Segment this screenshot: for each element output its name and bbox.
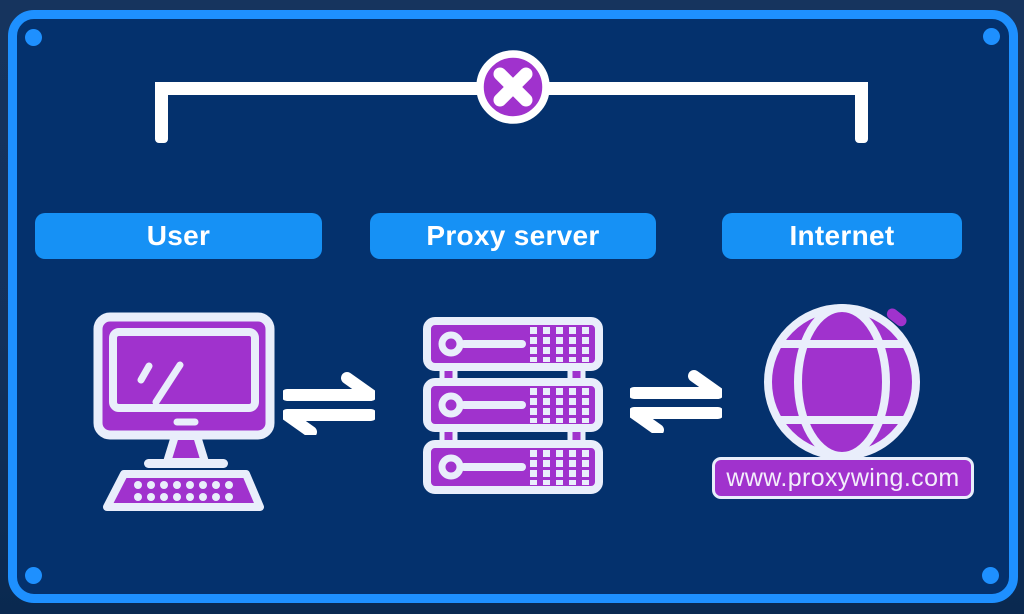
label-internet-text: Internet bbox=[789, 220, 895, 251]
label-internet: Internet bbox=[722, 213, 962, 259]
exchange-arrows-icon bbox=[628, 369, 724, 438]
corner-dot-top-right bbox=[983, 28, 1000, 45]
exchange-arrows-icon bbox=[281, 371, 377, 440]
blocked-connection-leg-left bbox=[155, 82, 168, 143]
label-proxy-server-text: Proxy server bbox=[426, 220, 600, 251]
corner-dot-top-left bbox=[25, 29, 42, 46]
label-user: User bbox=[35, 213, 322, 259]
computer-icon bbox=[78, 303, 293, 518]
blocked-connection-leg-right bbox=[855, 82, 868, 143]
label-user-text: User bbox=[146, 220, 211, 251]
corner-dot-bottom-left bbox=[25, 567, 42, 584]
globe-icon bbox=[752, 300, 932, 475]
label-proxy-server: Proxy server bbox=[370, 213, 656, 259]
server-rack-icon bbox=[422, 314, 604, 501]
blocked-x-icon bbox=[476, 50, 550, 124]
corner-dot-bottom-right bbox=[982, 567, 999, 584]
website-url-box: www.proxywing.com bbox=[712, 457, 974, 499]
website-url-text: www.proxywing.com bbox=[726, 463, 960, 492]
